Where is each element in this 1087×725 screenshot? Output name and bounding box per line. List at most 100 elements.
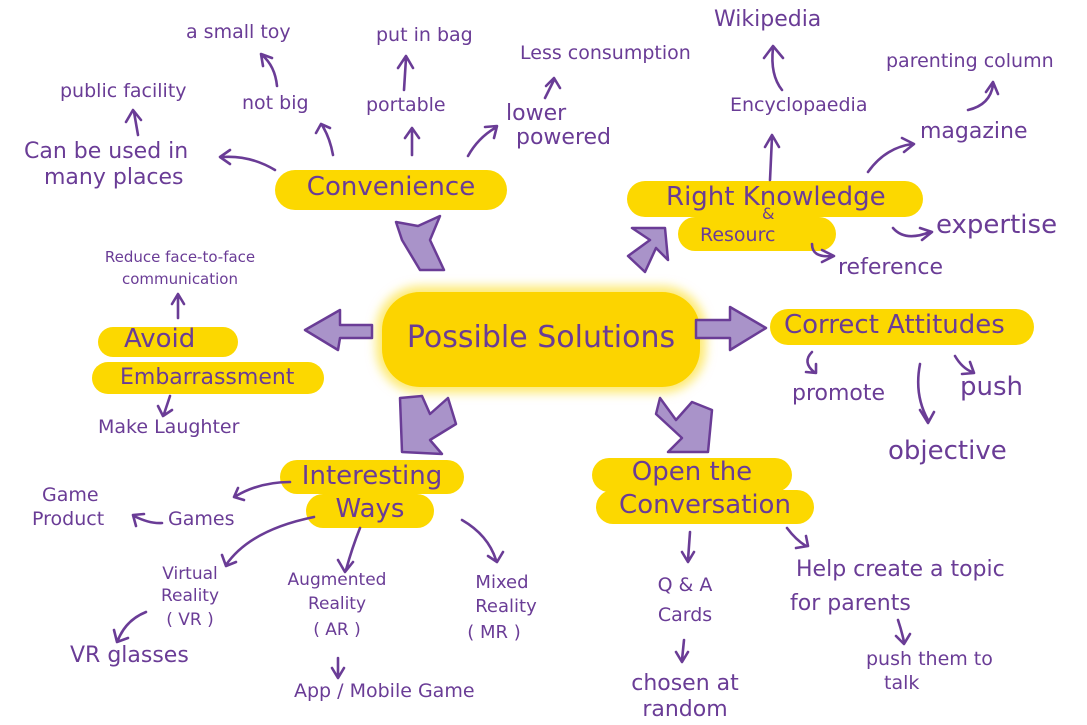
- line-convenience-portable: [403, 126, 421, 157]
- line-attitudes-push: [953, 354, 976, 376]
- interesting-node-line2: Ways: [335, 494, 405, 524]
- laughter-node: Make Laughter: [98, 416, 240, 438]
- line-places-public: [124, 108, 143, 137]
- line-games-product: [131, 512, 164, 528]
- arrow-up-right-icon: [626, 226, 670, 274]
- line-interesting-games: [232, 480, 292, 502]
- ar-line2: Reality: [307, 594, 367, 614]
- line-lower-less: [543, 76, 562, 100]
- mr-line1: Mixed: [475, 572, 529, 593]
- arrow-down-left-icon: [398, 394, 458, 456]
- reduce-node-line1: Reduce face-to-face: [104, 248, 256, 266]
- line-vr-glasses: [112, 610, 148, 644]
- ar-line1: Augmented: [287, 570, 387, 590]
- attitudes-highlight: [770, 309, 1034, 345]
- convenience-node: Convenience: [306, 172, 476, 202]
- promote-node: promote: [792, 381, 886, 406]
- line-qa-chosen: [674, 638, 690, 664]
- vr-line1: Virtual: [162, 564, 218, 584]
- push-talk-line1: push them to: [866, 648, 993, 670]
- ar-line3: ( AR ): [313, 620, 361, 640]
- mr-line2: Reality: [475, 596, 537, 617]
- magazine-node: magazine: [920, 119, 1028, 144]
- games-node: Games: [168, 508, 235, 530]
- line-convenience-notbig: [314, 122, 335, 157]
- lower-node-line1: lower: [506, 101, 567, 126]
- line-ways-mr: [460, 518, 505, 564]
- line-avoid-laughter: [156, 394, 174, 418]
- attitudes-node: Correct Attitudes: [784, 310, 1005, 340]
- app-mobile-game-node: App / Mobile Game: [294, 680, 475, 702]
- line-knowledge-expertise: [891, 226, 934, 242]
- line-convenience-lower: [466, 124, 499, 158]
- push-talk-line2: talk: [884, 672, 920, 694]
- reference-node: reference: [838, 255, 944, 280]
- expertise-node: expertise: [936, 210, 1058, 240]
- line-convenience-places: [218, 148, 277, 172]
- hub-highlight: [382, 292, 700, 387]
- qa-line2: Cards: [657, 604, 713, 626]
- places-node-line1: Can be used in: [24, 139, 189, 164]
- avoid-node-line2: Embarrassment: [120, 365, 295, 390]
- knowledge-node-line1: Right Knowledge: [666, 182, 886, 212]
- line-topic-push: [894, 618, 912, 646]
- less-consumption-node: Less consumption: [520, 42, 691, 64]
- line-ways-ar: [336, 526, 362, 574]
- line-attitudes-promote: [804, 350, 818, 375]
- public-facility-node: public facility: [60, 80, 187, 102]
- vr-glasses-node: VR glasses: [70, 643, 189, 668]
- wikipedia-node: Wikipedia: [714, 7, 822, 32]
- portable-node: portable: [366, 94, 446, 116]
- topic-line1: Help create a topic: [796, 557, 1005, 582]
- resource-highlight: [678, 217, 836, 251]
- avoid-node-line1: Avoid: [124, 324, 196, 354]
- not-big-node: not big: [242, 92, 309, 114]
- topic-line2: for parents: [790, 591, 911, 616]
- vr-line2: Reality: [160, 586, 220, 606]
- ways-highlight: [306, 494, 434, 528]
- conversation-highlight: [596, 490, 814, 524]
- places-node-line2: many places: [44, 165, 184, 190]
- encyclopaedia-node: Encyclopaedia: [730, 94, 868, 116]
- arrow-left-icon: [303, 308, 374, 352]
- hub-title: Possible Solutions: [406, 320, 676, 355]
- qa-line1: Q & A: [657, 574, 713, 596]
- line-knowledge-ency: [763, 133, 781, 182]
- line-conv-qa: [680, 530, 696, 564]
- game-product-line1: Game: [42, 484, 99, 506]
- push-node: push: [960, 372, 1024, 402]
- chosen-line1: chosen at: [631, 671, 739, 696]
- arrow-down-right-icon: [654, 396, 714, 454]
- chosen-line2: random: [642, 697, 728, 722]
- line-knowledge-magazine: [866, 136, 916, 174]
- reduce-node-line2: communication: [121, 270, 238, 288]
- arrow-up-left-icon: [394, 214, 446, 272]
- knowledge-amp: &: [762, 204, 775, 223]
- conversation-node-line2: Conversation: [619, 490, 791, 520]
- line-ways-vr: [220, 515, 316, 568]
- conversation-node-line1: Open the: [631, 457, 753, 487]
- game-product-line2: Product: [32, 508, 105, 530]
- line-magazine-parenting: [966, 80, 1000, 112]
- knowledge-node-line2: Resourc: [700, 224, 776, 246]
- interesting-node-line1: Interesting: [301, 461, 443, 491]
- line-attitudes-objective: [916, 362, 936, 425]
- convenience-highlight: [275, 170, 507, 210]
- lower-node-line2: powered: [516, 125, 612, 150]
- small-toy-node: a small toy: [186, 21, 291, 43]
- put-in-bag-node: put in bag: [376, 24, 473, 46]
- line-ar-app: [330, 656, 346, 680]
- parenting-column-node: parenting column: [886, 50, 1054, 72]
- line-resource-reference: [810, 242, 836, 264]
- line-portable-bag: [396, 54, 415, 92]
- embarrassment-highlight: [92, 362, 324, 394]
- avoid-highlight: [98, 327, 238, 357]
- line-notbig-toy: [259, 52, 279, 88]
- knowledge-highlight: [627, 181, 923, 217]
- line-conv-topic: [785, 526, 810, 550]
- open-highlight: [592, 458, 792, 492]
- line-ency-wiki: [762, 44, 785, 92]
- arrow-right-icon: [694, 305, 768, 352]
